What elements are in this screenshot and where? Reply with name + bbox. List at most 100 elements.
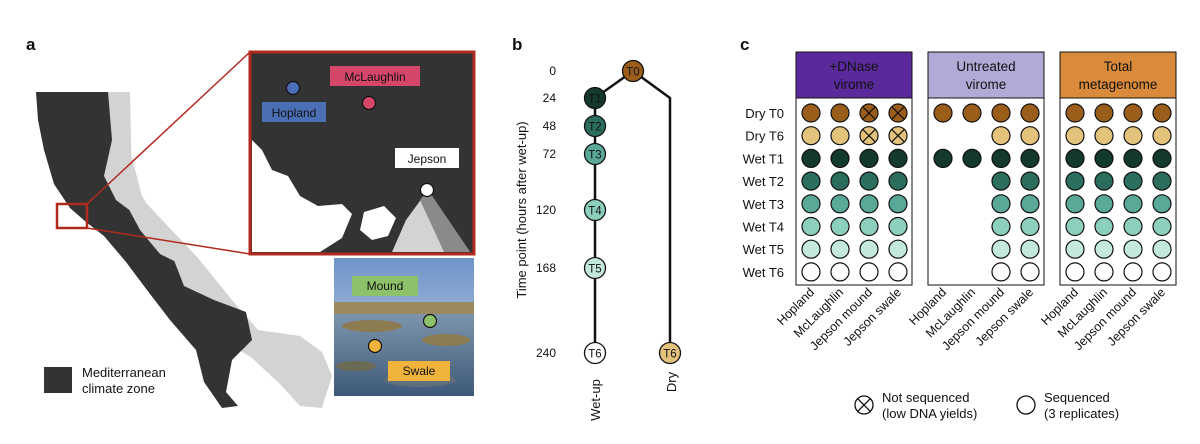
sequenced-dot: [1152, 103, 1172, 123]
sequenced-dot: [1123, 194, 1143, 214]
swale-label-box: [388, 361, 450, 381]
hopland-label-box: [262, 102, 326, 122]
row-label: Wet T2: [743, 174, 784, 189]
sequenced-dot: [801, 216, 821, 237]
wet-t6-node-label: T6: [588, 349, 601, 361]
wet-t4-node-label: T4: [588, 206, 602, 218]
mediterranean-zone-valley: [114, 150, 176, 262]
sequenced-dot: [801, 103, 821, 123]
sequenced-dot: [1152, 194, 1172, 214]
sequenced-dot: [801, 239, 821, 259]
sequenced-dot: [888, 171, 908, 191]
inset-connector-top: [86, 51, 251, 205]
sequenced-dot: [991, 171, 1011, 191]
row-label: Wet T1: [743, 151, 784, 166]
sequenced-dot: [991, 194, 1011, 214]
group-title-line2: virome: [966, 77, 1007, 92]
sequenced-dot: [1065, 171, 1085, 191]
dry-t6-node: T6: [658, 341, 682, 365]
sequenced-dot: [1065, 262, 1085, 282]
wet-up-label: Wet-up: [588, 379, 603, 421]
climate-zone-legend-line2: climate zone: [82, 381, 155, 396]
sequenced-dot: [1020, 103, 1040, 123]
panel-b-label: b: [512, 35, 522, 54]
sequenced-dot: [991, 103, 1011, 123]
sequenced-dot: [1094, 262, 1114, 282]
group-title-line1: Total: [1104, 59, 1133, 74]
sequenced-dot: [859, 194, 879, 214]
sequenced-dot: [1065, 148, 1085, 168]
panel-b-ylabel: Time point (hours after wet-up): [514, 121, 529, 298]
california-state-shape: [36, 92, 332, 408]
mclaughlin-label: McLaughlin: [344, 70, 405, 84]
sequenced-dot: [962, 148, 982, 168]
sequenced-dot: [1152, 148, 1172, 168]
sequenced-dot: [888, 194, 908, 214]
sequenced-dot: [1123, 216, 1143, 237]
sequenced-dot: [801, 194, 821, 214]
sequenced-dot: [888, 239, 908, 259]
sequenced-dot: [1065, 126, 1085, 146]
not-sequenced-dot: [859, 126, 879, 146]
sequenced-dot: [1094, 103, 1114, 123]
timepoint-t0-node-label: T0: [626, 67, 639, 79]
mound-marker: [422, 313, 438, 329]
panel-b-ytick: 24: [543, 91, 557, 105]
sequenced-dot: [859, 171, 879, 191]
sequenced-dot: [1020, 171, 1040, 191]
sequenced-dot: [1094, 171, 1114, 191]
sequenced-dot: [801, 171, 821, 191]
sequenced-dot: [1065, 216, 1085, 237]
sequenced-dot: [830, 239, 850, 259]
not-sequenced-dot: [888, 103, 908, 123]
group-title-line1: Untreated: [956, 59, 1015, 74]
jepson-marker: [419, 182, 435, 198]
sequenced-dot: [991, 126, 1011, 146]
sequenced-dot: [991, 148, 1011, 168]
sequenced-dot: [1094, 194, 1114, 214]
sequenced-dot: [991, 216, 1011, 237]
panel-b-ytick: 240: [536, 346, 556, 360]
sequenced-dot: [1152, 126, 1172, 146]
dry-label: Dry: [664, 371, 679, 392]
sequenced-dot: [1123, 148, 1143, 168]
sequenced-dot: [1152, 262, 1172, 282]
sequenced-dot: [888, 148, 908, 168]
climate-zone-legend-line1: Mediterranean: [82, 365, 166, 380]
row-label: Wet T5: [743, 242, 784, 257]
panel-b-ytick: 48: [543, 119, 557, 133]
group-header: [795, 51, 913, 99]
sequenced-legend-line1: Sequenced: [1044, 390, 1110, 405]
panel-b-ytick: 120: [536, 203, 556, 217]
panel-a-label: a: [26, 35, 36, 54]
inset-map-frame: [248, 50, 476, 256]
wet-t3-node-label: T3: [588, 150, 601, 162]
sequenced-dot: [1020, 216, 1040, 237]
inset-map-water: [252, 140, 352, 252]
panel-b-ytick: 168: [536, 261, 556, 275]
sequenced-dot: [1123, 239, 1143, 259]
climate-zone-legend-swatch: [44, 367, 72, 393]
mclaughlin-label-box: [330, 66, 420, 86]
not-sequenced-dot: [888, 126, 908, 146]
sequenced-dot: [1065, 194, 1085, 214]
sequenced-dot: [830, 216, 850, 237]
sequenced-dot: [1123, 103, 1143, 123]
row-label: Dry T0: [745, 106, 784, 121]
sequenced-dot: [991, 239, 1011, 259]
mound-label: Mound: [367, 279, 404, 293]
hopland-marker: [285, 80, 301, 96]
sequenced-dot: [1094, 126, 1114, 146]
wet-t2-node: T2: [583, 114, 607, 138]
row-label: Dry T6: [745, 129, 784, 144]
group-title-line2: metagenome: [1079, 77, 1158, 92]
sequenced-dot: [1123, 126, 1143, 146]
wet-t6-node: T6: [583, 341, 607, 365]
wet-t5-node: T5: [583, 256, 607, 280]
row-label: Wet T3: [743, 197, 784, 212]
wet-t5-node-label: T5: [588, 264, 601, 276]
sequenced-dot: [801, 126, 821, 146]
